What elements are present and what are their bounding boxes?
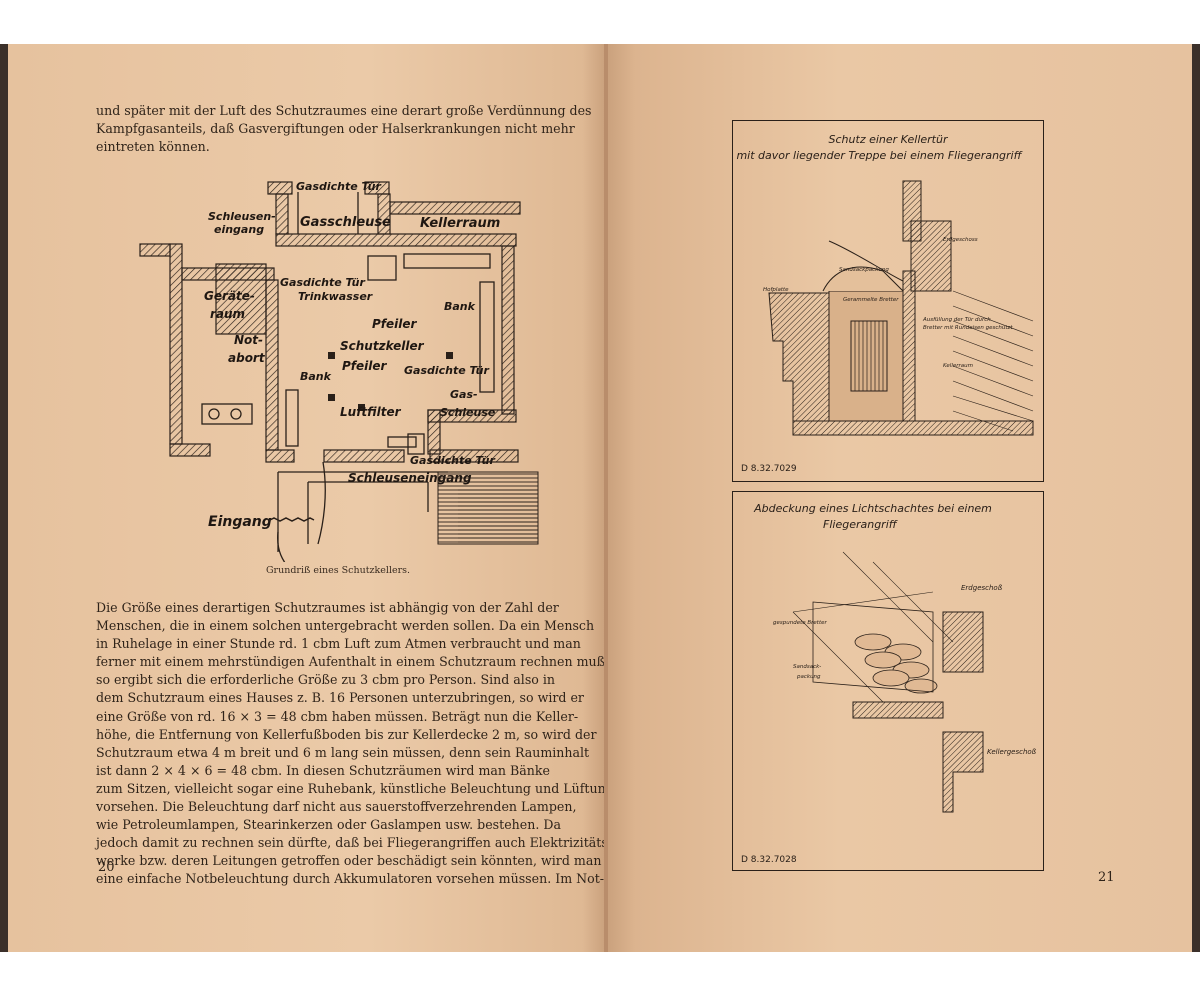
book-gutter — [604, 44, 608, 952]
fig2-code: D 8.32.7028 — [741, 855, 797, 865]
label-luftfilter: Luftfilter — [340, 405, 402, 419]
label-gasdichte-tuer-mid: Gasdichte Tür — [280, 276, 365, 289]
label-schutzkeller: Schutzkeller — [340, 339, 425, 353]
text-line: dem Schutzraum eines Hauses z. B. 16 Per… — [96, 690, 584, 706]
fig1-code: D 8.32.7029 — [741, 464, 797, 474]
fig2-note-erdgeschoss: Erdgeschoß — [961, 584, 1003, 592]
text-line: höhe, die Entfernung von Kellerfußboden … — [96, 726, 597, 742]
fig1-note-ausfuellung2: Bretter mit Rundeisen geschützt — [923, 325, 1013, 331]
figure-cellar-door: Schutz einer Kellertür mit davor liegend… — [732, 120, 1044, 482]
fig1-note-bretter: Gerammelte Bretter — [843, 297, 899, 303]
shelter-floor-plan: Gasdichte Tür Schleusen- eingang Gasschl… — [139, 180, 539, 562]
book-spread: und später mit der Luft des Schutzraumes… — [8, 44, 1192, 952]
label-kellerraum: Kellerraum — [420, 216, 500, 231]
fig2-note-kellergeschoss: Kellergeschoß — [987, 748, 1037, 756]
left-page: und später mit der Luft des Schutzraumes… — [8, 44, 614, 952]
label-geraete: Geräte- — [204, 289, 255, 303]
fig2-note-sandsack1: Sandsack- — [793, 664, 821, 670]
label-trinkwasser: Trinkwasser — [298, 290, 373, 303]
text-line: in Ruhelage in einer Stunde rd. 1 cbm Lu… — [96, 636, 581, 652]
figure-caption: Grundriß eines Schutzkellers. — [265, 565, 411, 576]
label-schleusen: Schleusen- — [208, 210, 276, 223]
text-line: wie Petroleumlampen, Stearinkerzen oder … — [96, 817, 561, 833]
figure-light-shaft: Abdeckung eines Lichtschachtes bei einem… — [732, 491, 1044, 871]
label-gas: Gas- — [450, 388, 478, 401]
figure-light-shaft-drawing: Abdeckung eines Lichtschachtes bei einem… — [741, 502, 1037, 865]
text-line: Kampfgasanteils, daß Gasvergiftungen ode… — [96, 121, 575, 137]
text-line: jedoch damit zu rechnen sein dürfte, daß… — [96, 835, 613, 851]
fig2-title-line2: Fliegerangriff — [823, 518, 898, 531]
text-line: eine einfache Notbeleuchtung durch Akkum… — [96, 871, 605, 887]
label-raum: raum — [210, 307, 245, 321]
book-edge-left — [0, 44, 8, 952]
label-schleuseneingang: Schleuseneingang — [348, 471, 472, 485]
label-bank-left: Bank — [300, 370, 332, 383]
fig1-title-line2: mit davor liegender Treppe bei einem Fli… — [736, 149, 1022, 162]
label-pfeiler-mid: Pfeiler — [342, 359, 388, 373]
figure-cellar-door-drawing: Schutz einer Kellertür mit davor liegend… — [736, 133, 1034, 474]
text-line: zum Sitzen, vielleicht sogar eine Ruheba… — [96, 780, 614, 796]
fig2-title-line1: Abdeckung eines Lichtschachtes bei einem — [753, 502, 992, 515]
label-bank-right: Bank — [444, 300, 476, 313]
label-eingang: Eingang — [208, 514, 272, 530]
text-line: Die Größe eines derartigen Schutzraumes … — [96, 600, 559, 615]
label-gasschleuse: Gasschleuse — [300, 215, 391, 230]
text-line: eine Größe von rd. 16 × 3 = 48 cbm haben… — [96, 708, 579, 724]
text-line: eintreten können. — [96, 139, 210, 155]
page-number-left: 20 — [98, 860, 115, 875]
fig1-note-kellerraum: Kellerraum — [943, 363, 973, 369]
page-number-right: 21 — [1098, 870, 1115, 885]
fig1-note-hofplatte: Hofplatte — [763, 287, 789, 293]
text-line: Menschen, die in einem solchen untergebr… — [96, 618, 595, 634]
label-gasdichte-tuer-top: Gasdichte Tür — [296, 180, 381, 193]
right-page — [606, 44, 1192, 952]
text-line: ist dann 2 × 4 × 6 = 48 cbm. In diesen S… — [96, 762, 550, 778]
fig2-note-bretter: gespundete Bretter — [773, 620, 827, 626]
fig1-note-erdgeschoss: Erdgeschoss — [943, 237, 978, 243]
text-line: so ergibt sich die erforderliche Größe z… — [96, 672, 556, 688]
label-pfeiler-top: Pfeiler — [372, 317, 418, 331]
book-edge-right — [1192, 44, 1200, 952]
text-line: und später mit der Luft des Schutzraumes… — [96, 103, 592, 118]
fig2-note-sandsack2: packung — [796, 674, 821, 680]
top-paragraph: und später mit der Luft des Schutzraumes… — [96, 102, 592, 156]
label-abort: abort — [228, 351, 266, 365]
body-paragraph: Die Größe eines derartigen Schutzraumes … — [96, 599, 614, 889]
text-line: vorsehen. Die Beleuchtung darf nicht aus… — [96, 799, 577, 815]
text-line: Schutzraum etwa 4 m breit und 6 m lang s… — [96, 744, 590, 760]
label-eingang-small: eingang — [214, 223, 264, 236]
label-schleuse: Schleuse — [440, 406, 496, 419]
text-line: ferner mit einem mehrstündigen Aufenthal… — [96, 654, 610, 670]
fig1-title-line1: Schutz einer Kellertür — [829, 133, 949, 146]
bottom-border — [0, 952, 1200, 1000]
label-gasdichte-tuer-bottom: Gasdichte Tür — [410, 454, 495, 467]
label-gasdichte-tuer-right: Gasdichte Tür — [404, 364, 489, 377]
fig1-note-sandsack: Sandsackpackung — [839, 267, 889, 273]
fig1-note-ausfuellung1: Ausfüllung der Tür durch — [922, 317, 991, 323]
label-not: Not- — [234, 333, 263, 347]
top-border — [0, 0, 1200, 44]
text-line: werke bzw. deren Leitungen getroffen ode… — [96, 853, 602, 869]
